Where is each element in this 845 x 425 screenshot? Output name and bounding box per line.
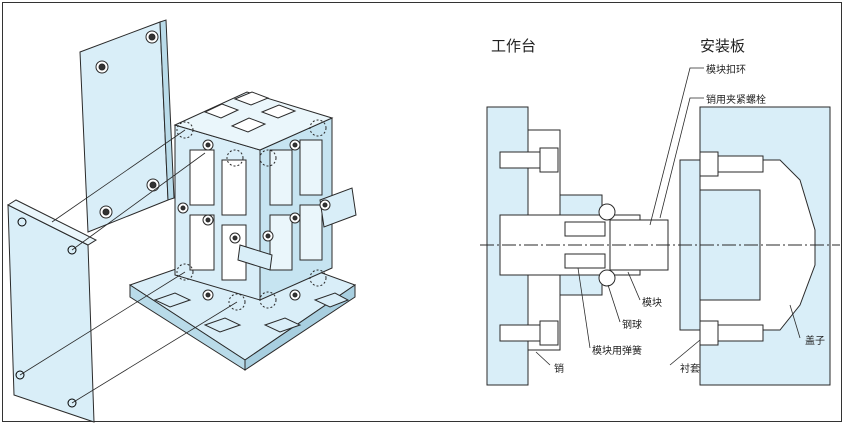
label-bushing: 衬套: [680, 364, 700, 375]
label-steel-ball: 钢球: [622, 320, 642, 331]
label-module-spring: 模块用弹簧: [592, 346, 642, 357]
tower-front-left: [174, 124, 261, 301]
back-plate: [79, 21, 169, 233]
projection-lines: [19, 129, 238, 404]
phantom-module-marks: [176, 119, 327, 311]
title-worktable: 工作台: [491, 37, 537, 55]
label-module-buckle: 模块扣环: [706, 65, 746, 76]
label-pin-clamp-bolt: 销用夹紧螺栓: [706, 95, 766, 106]
title-mounting-plate: 安装板: [700, 37, 746, 55]
label-cover: 盖子: [805, 336, 825, 347]
cross-section-drawing: [486, 106, 831, 386]
front-plate-mount-icon: [15, 217, 77, 408]
leader-lines: [535, 67, 801, 366]
tower-bolt-icons: [177, 139, 331, 301]
label-module: 模块: [642, 298, 662, 309]
label-pin: 销: [554, 364, 564, 375]
